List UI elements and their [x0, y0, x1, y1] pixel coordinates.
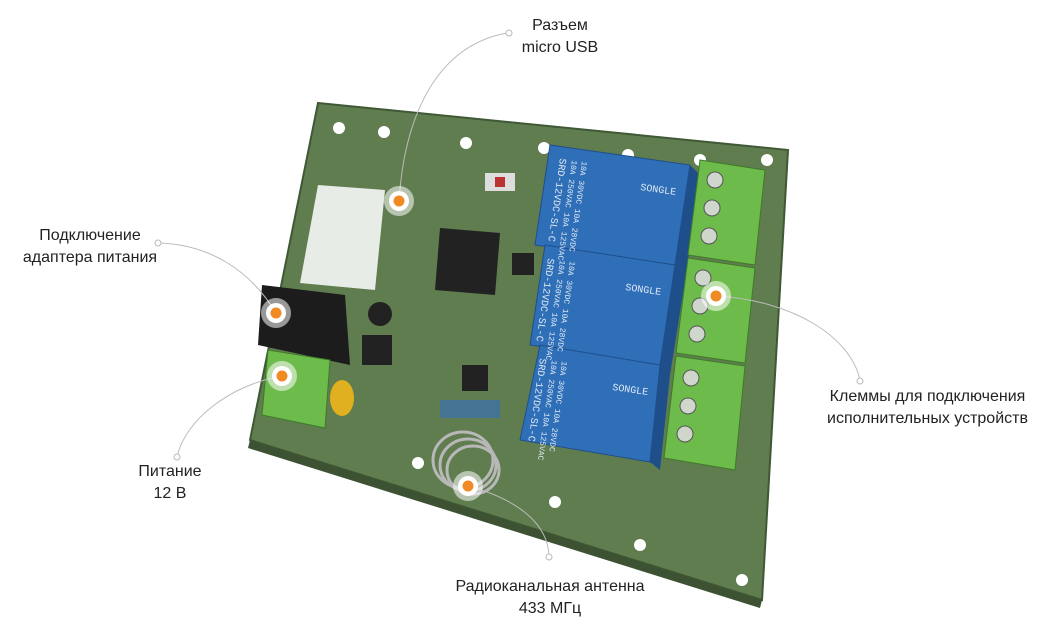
hotspot-power[interactable]	[267, 361, 297, 391]
label-line: Подключение	[39, 227, 141, 244]
relays	[519, 144, 700, 470]
label-adapter: Подключение адаптера питания	[5, 225, 175, 269]
relay-brand-text: SONGLE	[639, 183, 676, 199]
label-antenna: Радиоканальная антенна 433 МГц	[430, 576, 670, 620]
label-line: Разъем	[532, 17, 588, 34]
hotspot-antenna[interactable]	[453, 471, 483, 501]
label-terminals: Клеммы для подключения исполнительных ус…	[805, 386, 1050, 430]
label-power: Питание 12 В	[120, 461, 220, 505]
label-line: исполнительных устройств	[827, 410, 1028, 427]
label-line: Радиоканальная антенна	[455, 578, 645, 595]
label-line: micro USB	[521, 39, 599, 56]
label-line: Клеммы для подключения	[829, 388, 1026, 405]
hotspot-terminals[interactable]	[701, 281, 731, 311]
label-line: Питание	[138, 463, 202, 480]
terminal-blocks	[663, 159, 766, 471]
hotspot-usb[interactable]	[384, 186, 414, 216]
relay-brand-text: SONGLE	[624, 283, 661, 299]
label-line: 433 МГц	[518, 600, 582, 617]
leader-anchors	[154, 29, 864, 561]
hotspot-adapter[interactable]	[261, 298, 291, 328]
radio-module	[300, 185, 385, 290]
leader-lines	[159, 32, 861, 557]
label-line: 12 В	[153, 485, 187, 502]
label-usb: Разъем micro USB	[500, 15, 620, 59]
power-terminal	[261, 349, 331, 429]
relay-brand-text: SONGLE	[611, 383, 648, 399]
microcontroller-chip	[435, 228, 500, 295]
label-line: адаптера питания	[22, 249, 158, 266]
